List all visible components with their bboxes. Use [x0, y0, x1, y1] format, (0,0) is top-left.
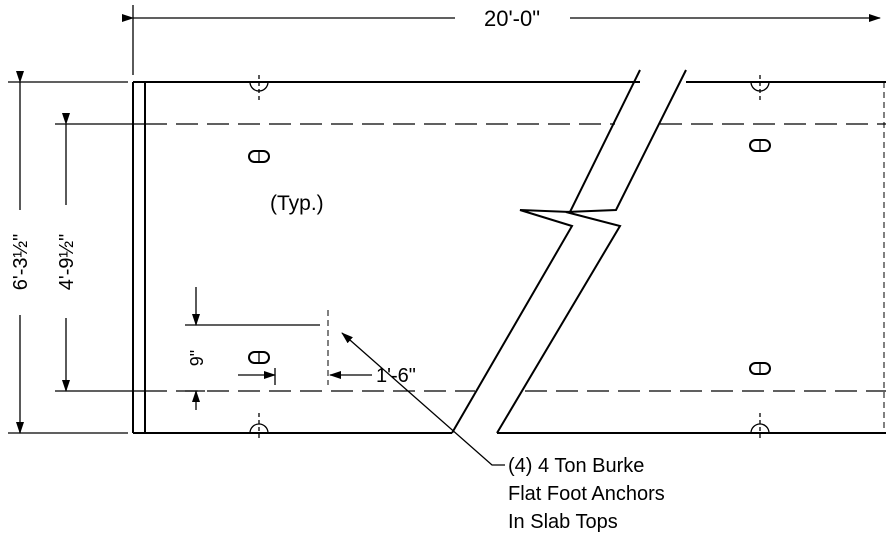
overall-height-dimension: 6'-3½" [8, 71, 128, 434]
overall-length-label: 20'-0" [484, 6, 540, 31]
anchor-vertical-offset-dimension: 9" [185, 287, 320, 410]
anchor-callout-line-1: (4) 4 Ton Burke [508, 455, 644, 477]
inner-height-dimension: 4'-9½" [55, 113, 133, 392]
anchor-callout-line-2: Flat Foot Anchors [508, 483, 665, 505]
slab-outline [132, 69, 886, 434]
anchor-symbols [248, 139, 771, 375]
anchor-horizontal-offset-dimension: 1'-6" [238, 310, 416, 387]
typical-note: (Typ.) [270, 192, 324, 215]
overall-height-label: 6'-3½" [10, 234, 32, 291]
hidden-lines [133, 123, 886, 392]
inner-height-label: 4'-9½" [56, 234, 78, 291]
anchor-vertical-offset-label: 9" [187, 350, 207, 366]
anchor-horizontal-offset-label: 1'-6" [376, 365, 416, 387]
edge-inserts [249, 75, 770, 440]
anchor-leader [341, 332, 505, 466]
anchor-callout-note: (4) 4 Ton Burke Flat Foot Anchors In Sla… [508, 455, 665, 533]
anchor-callout-line-3: In Slab Tops [508, 511, 618, 533]
overall-length-dimension: 20'-0" [122, 5, 881, 75]
